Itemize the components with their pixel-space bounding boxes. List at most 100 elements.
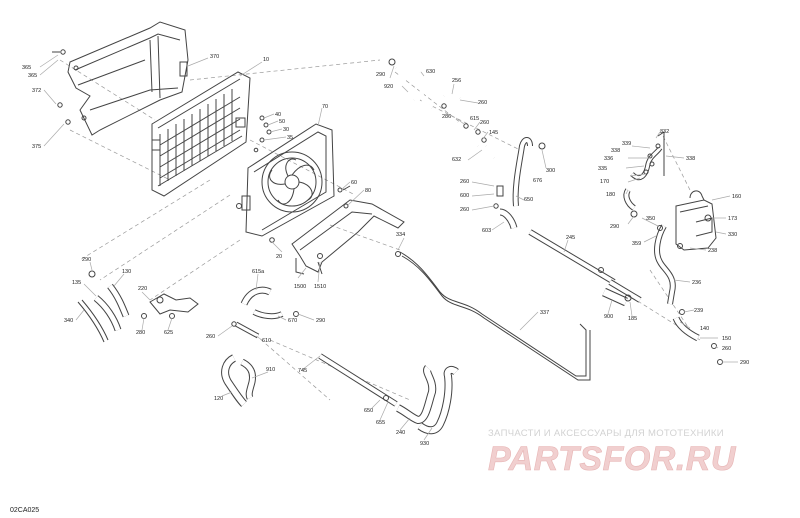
- callout-632: 632: [452, 157, 461, 163]
- callout-655: 655: [376, 420, 385, 426]
- lower-radiator-bracket[interactable]: [291, 199, 405, 275]
- bleed-line-337[interactable]: [395, 251, 591, 381]
- callout-130: 130: [122, 269, 131, 275]
- watermark-brand-logo: PARTSFOR.RU: [488, 440, 737, 478]
- callout-238: 238: [708, 248, 717, 254]
- radiator-support-bracket[interactable]: [67, 21, 189, 136]
- callout-170: 170: [600, 179, 609, 185]
- callout-20: 20: [276, 254, 282, 260]
- coolant-pipe-245[interactable]: [528, 229, 616, 285]
- callout-260: 260: [460, 207, 469, 213]
- callout-1510: 1510: [314, 284, 326, 290]
- reservoir-fill-hose[interactable]: [623, 131, 665, 218]
- callout-245: 245: [566, 235, 575, 241]
- callout-260: 260: [478, 100, 487, 106]
- callout-603: 603: [482, 228, 491, 234]
- callout-670: 670: [288, 318, 297, 324]
- callout-300: 300: [546, 168, 555, 174]
- callout-900: 900: [604, 314, 613, 320]
- callout-145: 145: [489, 130, 498, 136]
- upper-coolant-hoses[interactable]: [388, 58, 496, 160]
- callout-375: 375: [32, 144, 41, 150]
- shroud-bolts: [269, 185, 351, 243]
- callout-80: 80: [365, 188, 371, 194]
- callout-leader-lines: [39, 54, 738, 441]
- callout-10: 10: [263, 57, 269, 63]
- callout-280: 280: [136, 330, 145, 336]
- callout-370: 370: [210, 54, 219, 60]
- bracket-bolts: [52, 49, 71, 125]
- callout-120: 120: [214, 396, 223, 402]
- callout-240: 240: [396, 430, 405, 436]
- callout-290: 290: [740, 360, 749, 366]
- callout-40: 40: [275, 112, 281, 118]
- callout-615: 615: [470, 116, 479, 122]
- callout-337: 337: [540, 310, 549, 316]
- callout-615a: 615a: [252, 269, 265, 275]
- callout-286: 286: [442, 114, 451, 120]
- callout-365: 365: [22, 65, 31, 71]
- callout-70: 70: [322, 104, 328, 110]
- callout-260: 260: [480, 120, 489, 126]
- callout-290: 290: [610, 224, 619, 230]
- callout-1500: 1500: [294, 284, 306, 290]
- radiator-core-rows: [159, 96, 241, 179]
- callout-labels: 365 365 372 375 370 10 70 40 50 30 35 60…: [22, 54, 749, 447]
- reservoir-outlet-hose[interactable]: [654, 224, 723, 365]
- callout-338: 338: [686, 156, 695, 162]
- callout-340: 340: [64, 318, 73, 324]
- callout-332: 332: [660, 129, 669, 135]
- callout-290: 290: [376, 72, 385, 78]
- callout-650: 650: [524, 197, 533, 203]
- callout-625: 625: [164, 330, 173, 336]
- callout-930: 930: [420, 441, 429, 447]
- callout-920: 920: [384, 84, 393, 90]
- lower-coolant-pipe[interactable]: [318, 353, 398, 407]
- callout-260: 260: [460, 179, 469, 185]
- lower-left-hoses[interactable]: [221, 354, 256, 407]
- watermark-tagline: ЗАПЧАСТИ И АКСЕССУАРЫ ДЛЯ МОТОТЕХНИКИ: [488, 428, 724, 439]
- callout-745: 745: [298, 368, 307, 374]
- callout-60: 60: [351, 180, 357, 186]
- center-hose-group[interactable]: [231, 286, 299, 339]
- lower-right-hoses[interactable]: [396, 365, 459, 435]
- callout-910: 910: [266, 367, 275, 373]
- callout-335: 335: [598, 166, 607, 172]
- callout-135: 135: [72, 280, 81, 286]
- watermark: ЗАПЧАСТИ И АКСЕССУАРЫ ДЛЯ МОТОТЕХНИКИ PA…: [488, 428, 737, 478]
- fan-shroud[interactable]: [236, 123, 335, 237]
- callout-290: 290: [316, 318, 325, 324]
- callout-676: 676: [533, 178, 542, 184]
- callout-290: 290: [82, 257, 91, 263]
- callout-338: 338: [611, 148, 620, 154]
- coolant-reservoir[interactable]: [675, 190, 717, 251]
- callout-350: 350: [646, 216, 655, 222]
- callout-650: 650: [364, 408, 373, 414]
- callout-35: 35: [287, 135, 293, 141]
- callout-173: 173: [728, 216, 737, 222]
- figure-code: 02CA025: [10, 507, 39, 514]
- callout-600: 600: [460, 193, 469, 199]
- callout-150: 150: [722, 336, 731, 342]
- callout-30: 30: [283, 127, 289, 133]
- hose-900[interactable]: [602, 279, 642, 307]
- left-hose-group[interactable]: [77, 270, 199, 343]
- callout-236: 236: [692, 280, 701, 286]
- callout-372: 372: [32, 88, 41, 94]
- assembly-alignment-lines: [59, 59, 701, 401]
- callout-365: 365: [28, 73, 37, 79]
- callout-140: 140: [700, 326, 709, 332]
- callout-334: 334: [396, 232, 405, 238]
- callout-610: 610: [262, 338, 271, 344]
- hose-676[interactable]: [512, 137, 546, 207]
- callout-185: 185: [628, 316, 637, 322]
- radiator[interactable]: [151, 71, 251, 197]
- callout-260: 260: [722, 346, 731, 352]
- callout-330: 330: [728, 232, 737, 238]
- callout-180: 180: [606, 192, 615, 198]
- callout-359: 359: [632, 241, 641, 247]
- callout-260: 260: [206, 334, 215, 340]
- hose-elbow-603[interactable]: [493, 185, 518, 230]
